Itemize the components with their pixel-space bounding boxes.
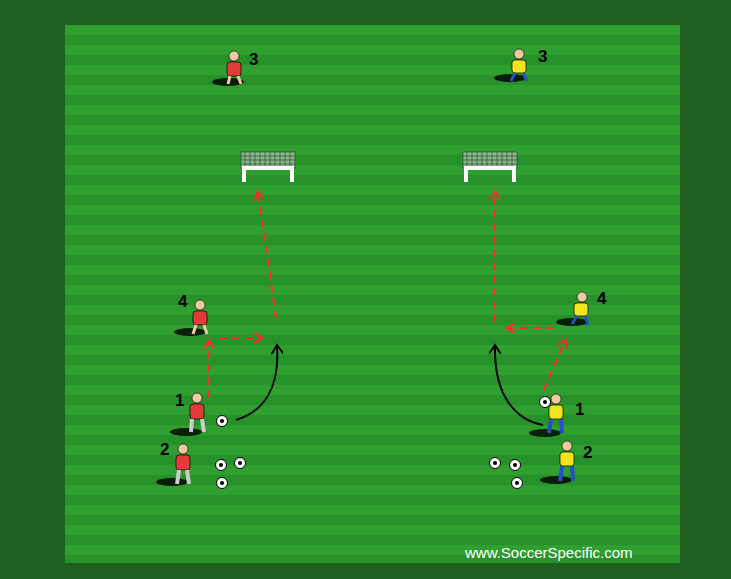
callout-number: 3 bbox=[249, 50, 258, 70]
callout-number: 2 bbox=[583, 443, 592, 463]
watermark: www.SoccerSpecific.com bbox=[465, 544, 633, 561]
callout-number: 1 bbox=[575, 400, 584, 420]
callout-number: 1 bbox=[175, 391, 184, 411]
callout-number: 4 bbox=[178, 292, 187, 312]
callout-number: 2 bbox=[160, 440, 169, 460]
callout-number: 4 bbox=[597, 289, 606, 309]
callout-number: 3 bbox=[538, 47, 547, 67]
